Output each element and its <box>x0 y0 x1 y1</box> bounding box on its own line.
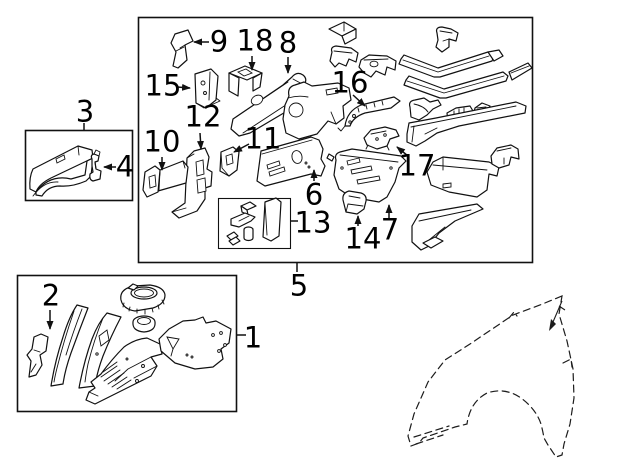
part-14-cap-bracket <box>342 190 367 215</box>
callout-4: 4 <box>115 149 135 184</box>
part-7-floor-panel <box>326 148 407 203</box>
part-6-sill-panel <box>256 136 326 187</box>
part-4-bracket <box>89 149 102 182</box>
part-10-rail-bracket <box>142 160 189 198</box>
callout-13: 13 <box>294 205 332 240</box>
arrow-15 <box>176 83 191 91</box>
hardware-kit-box <box>217 197 292 250</box>
pillar-reinforcement-1 <box>50 304 89 387</box>
upper-rail-right <box>403 62 533 99</box>
callout-14: 14 <box>344 221 382 256</box>
splash-shield-small <box>329 45 359 68</box>
callout-8: 8 <box>278 25 298 60</box>
wheelhouse-inner-panel <box>85 337 163 405</box>
side-closeout-panel <box>426 156 500 198</box>
strut-mount-ring <box>132 315 156 333</box>
part-13-hardware-kit <box>226 197 282 246</box>
upper-rail-left <box>398 49 504 78</box>
callout-6: 6 <box>304 177 324 212</box>
lower-sill-rail <box>406 101 527 147</box>
callout-5: 5 <box>289 268 309 303</box>
main-assembly-box <box>137 16 534 264</box>
assembly-boxes <box>16 16 534 413</box>
callout-3: 3 <box>75 94 95 129</box>
part-15-bracket <box>194 68 221 109</box>
arrow-17 <box>396 146 409 157</box>
fender-reference-drawing <box>407 295 575 458</box>
curved-strap-bracket <box>408 97 442 121</box>
corner-bracket-plate <box>328 21 357 45</box>
callout-2: 2 <box>41 278 61 313</box>
arrow-11 <box>233 143 250 153</box>
strut-tower-cap <box>120 283 166 315</box>
callout-7: 7 <box>380 212 400 247</box>
wheelhouse-front-panel <box>282 81 352 140</box>
part-16-tie-bar <box>337 96 401 132</box>
part-9-bracket <box>170 29 194 69</box>
callout-9: 9 <box>209 24 229 59</box>
part-3-apron-rail <box>29 145 94 197</box>
wheelhouse-assembly-box <box>16 274 238 413</box>
callout-12: 12 <box>184 99 222 134</box>
callout-11: 11 <box>244 121 282 156</box>
part-18-bracket <box>228 65 263 97</box>
corner-mount-bracket <box>490 144 520 169</box>
callout-leaders <box>46 38 409 336</box>
callout-17: 17 <box>398 148 436 183</box>
arrow-12 <box>197 132 204 150</box>
callout-10: 10 <box>143 124 181 159</box>
part-17-bracket <box>363 126 400 151</box>
mount-bracket-top <box>435 26 459 53</box>
callout-1: 1 <box>243 320 263 355</box>
apron-assembly-box <box>24 129 134 202</box>
callout-16: 16 <box>331 65 369 100</box>
callout-18: 18 <box>236 23 274 58</box>
callout-15: 15 <box>144 68 182 103</box>
part-2-bracket <box>26 333 49 378</box>
splash-shield-large <box>358 54 397 78</box>
part-11-bracket <box>219 146 240 177</box>
splash-panel-flat <box>158 316 232 370</box>
arrow-16 <box>352 94 366 107</box>
part-12-pillar-panel <box>171 147 213 219</box>
lower-extension-rail <box>411 203 484 251</box>
